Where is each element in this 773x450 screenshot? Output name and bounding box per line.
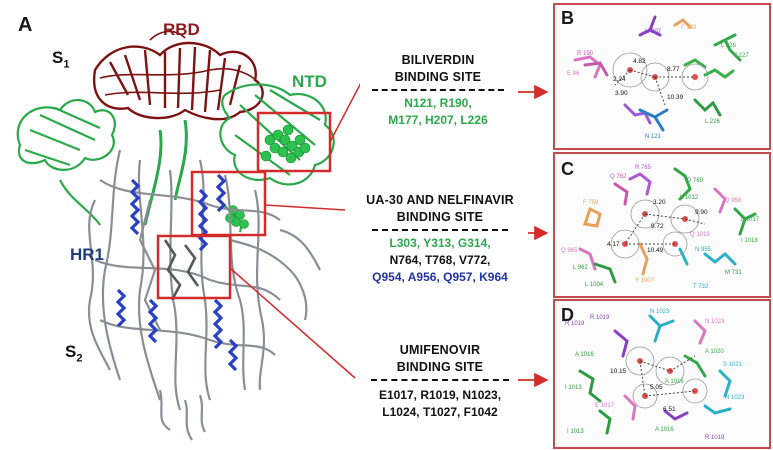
rbd-domain (92, 30, 264, 121)
umifenovir-residues-line2: L1024, T1027, F1042 (382, 405, 498, 419)
panel-letter-a: A (18, 14, 33, 36)
panel-d-label-2: R 1019 (590, 315, 610, 321)
s1-label: S1 (52, 48, 70, 71)
panel-d-dist-2: 5.05 (650, 384, 663, 391)
s2-stalk (87, 149, 321, 441)
biliverdin-residues-line2: M177, H207, L226 (388, 113, 488, 127)
panel-d-label-12: A 1016 (655, 427, 674, 433)
spike-protein-structure (16, 30, 360, 441)
connector-ua30 (264, 204, 346, 211)
panel-b-dist-3: 2.24 (613, 76, 626, 83)
panel-b-label-1: H 207 (645, 29, 662, 35)
ua30-divider (372, 229, 508, 231)
umifenovir-divider (371, 379, 509, 381)
panel-d-label-3: N 1023 (705, 319, 725, 325)
panel-d-structure: N 1023 R 1019 N 1023 A 1016 A 1020 I 101… (565, 309, 745, 441)
connector-biliverdin (329, 82, 360, 143)
biliverdin-title-line2: BINDING SITE (394, 70, 482, 84)
panel-d-label-8: S 1021 (723, 362, 743, 368)
panel-c-label-7: L 1017 (741, 217, 760, 223)
hr1-helices (115, 173, 239, 372)
umifenovir-site-block: UMIFENOVIR BINDING SITE E1017, R1019, N1… (365, 342, 515, 421)
panel-c-label-3: D 769 (687, 178, 704, 184)
panel-c-label-1: R 765 (635, 165, 652, 171)
panel-c: C R 765 Q 762 D 769 L 1012 F 759 Q 958 L… (553, 152, 771, 298)
panel-b-label-5: V 227 (733, 53, 749, 59)
umifenovir-title-line2: BINDING SITE (396, 360, 484, 374)
panel-c-label-15: Y 1007 (635, 278, 655, 284)
biliverdin-residues-line1: N121, R190, (404, 96, 472, 110)
panel-c-dist-5: 10.49 (647, 247, 664, 254)
panel-b-label-2: R 190 (577, 51, 594, 57)
panel-b-structure: H 207 R 190 E 96 L 226 V 227 N 121 F 192… (567, 15, 749, 140)
panel-d-label-10: N 1023 (725, 395, 745, 401)
panel-b-dist-5: 10.39 (667, 94, 684, 101)
ua30-residues-line1: L303, Y313, G314, (389, 236, 491, 250)
panel-b-label-3: E 96 (567, 71, 580, 77)
ua30-title-line2: BINDING SITE (396, 210, 484, 224)
biliverdin-ligand-spheres (260, 124, 311, 164)
s2-label: S2 (65, 342, 83, 365)
panel-letter-c: C (561, 159, 574, 179)
panel-b-label-7: F 192 (681, 25, 697, 31)
panel-c-dist-1: 3.20 (653, 199, 666, 206)
panel-letter-d: D (561, 305, 574, 325)
ua30-title-line1: UA-30 AND NELFINAVIR (366, 193, 514, 207)
panel-d-label-4: A 1016 (575, 352, 594, 358)
panel-b-dist-4: 3.90 (615, 90, 628, 97)
panel-b-dist-2: 8.77 (667, 66, 680, 73)
panel-c-label-16: T 732 (693, 284, 709, 290)
panel-d-label-5: A 1020 (705, 349, 724, 355)
ua30-residues-line2: N764, T768, V772, (389, 253, 491, 267)
panel-letter-b: B (561, 8, 574, 28)
panel-d-label-1: N 1023 (650, 309, 670, 315)
panel-c-label-2: Q 762 (610, 174, 627, 180)
rbd-label: RBD (163, 20, 200, 39)
panel-b-label-6: N 121 (645, 134, 662, 140)
panel-c-label-9: Q 965 (561, 248, 578, 254)
panel-b-dist-1: 4.82 (633, 58, 646, 65)
panel-d-label-13: R 1019 (705, 435, 725, 441)
panel-c-label-8: I 1018 (741, 238, 758, 244)
ua30-site-block: UA-30 AND NELFINAVIR BINDING SITE L303, … (352, 192, 528, 286)
ua30-residues-line3: Q954, A956, Q957, K964 (372, 270, 508, 284)
panel-d-label-14: R 1019 (565, 321, 585, 327)
panel-c-label-4: L 1012 (680, 195, 699, 201)
panel-d-label-9: E 1017 (595, 403, 615, 409)
hr1-label: HR1 (70, 245, 105, 264)
panel-b-label-4: L 226 (721, 43, 736, 49)
panel-c-label-13: M 731 (725, 270, 742, 276)
panel-c-label-14: L 1004 (585, 282, 604, 288)
panel-b-label-8: L 226 (705, 119, 720, 125)
panel-d-label-6: I 1013 (565, 385, 582, 391)
s2-core-dark (163, 239, 200, 301)
biliverdin-site-block: BILIVERDIN BINDING SITE N121, R190, M177… (368, 52, 508, 129)
biliverdin-divider (372, 89, 504, 91)
umifenovir-site-box (156, 234, 232, 300)
panel-d-dist-1: 10.15 (610, 368, 627, 375)
panel-c-dist-4: 4.17 (607, 241, 620, 248)
panel-c-label-11: Q 1019 (690, 232, 710, 238)
panel-d-label-11: I 1013 (567, 429, 584, 435)
ntd-label: NTD (292, 72, 327, 91)
panel-c-dist-2: 9.72 (651, 223, 664, 230)
umifenovir-residues-line1: E1017, R1019, N1023, (378, 388, 502, 402)
panel-c-label-12: N 955 (695, 247, 712, 253)
panel-d-dist-3: 6.51 (663, 406, 676, 413)
panel-d: D N 1023 R 1019 N 1023 A 1016 A 1020 I 1… (553, 299, 771, 449)
connector-umifenovir (229, 267, 356, 379)
panel-c-dist-3: 9.90 (695, 209, 708, 216)
panel-d-label-7: A 1016 (665, 379, 684, 385)
panel-b: B H 207 R 190 E 96 L 226 V 227 N 121 F 1… (553, 3, 771, 150)
panel-c-label-10: L 962 (573, 265, 588, 271)
umifenovir-title-line1: UMIFENOVIR (399, 343, 481, 357)
panel-c-structure: R 765 Q 762 D 769 L 1012 F 759 Q 958 L 1… (561, 165, 760, 290)
panel-c-label-6: Q 958 (725, 198, 742, 204)
biliverdin-title-line1: BILIVERDIN (401, 53, 475, 67)
panel-c-label-5: F 759 (583, 200, 599, 206)
